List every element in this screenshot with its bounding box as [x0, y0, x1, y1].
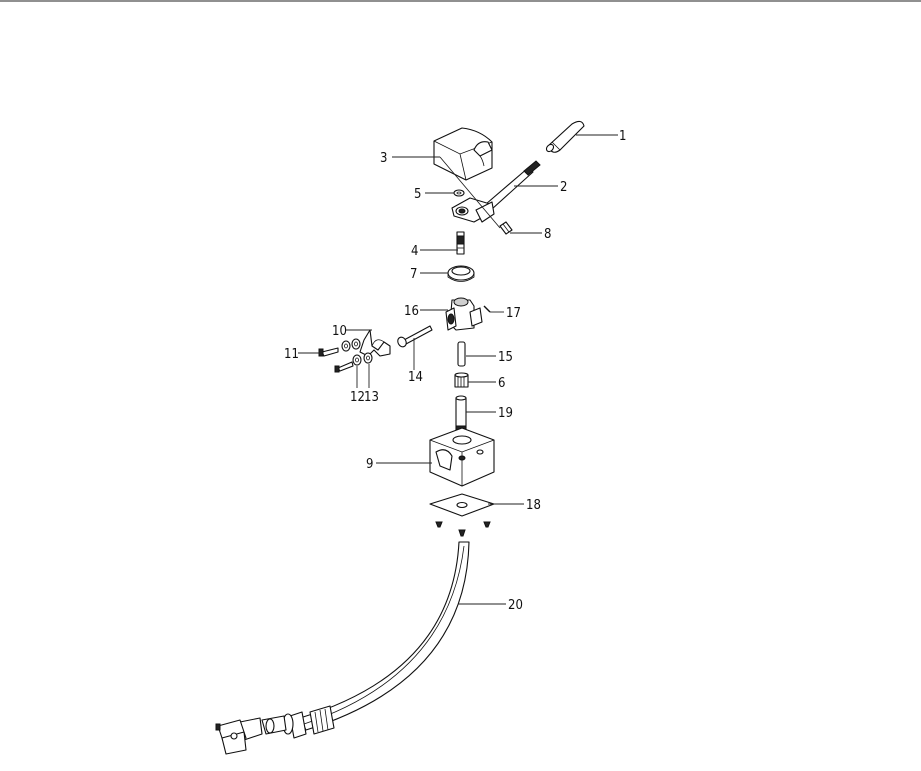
part-16-pivot-block [445, 297, 483, 331]
part-17-spring-pin [483, 305, 491, 313]
part-5-washer [453, 189, 465, 197]
callout-1: 1 [619, 129, 626, 144]
callout-20: 20 [508, 598, 523, 613]
callout-14: 14 [408, 370, 423, 385]
part-9-base-block [429, 427, 495, 487]
leader-3b [439, 156, 501, 229]
leader-lines [298, 134, 618, 605]
part-4-stud [456, 231, 465, 255]
part-3-cover-housing [433, 127, 493, 181]
part-18-gasket-plate [429, 493, 495, 517]
callout-13: 13 [364, 390, 379, 405]
callout-4: 4 [411, 244, 418, 259]
callout-16: 16 [404, 304, 419, 319]
part-14-long-bolt [397, 325, 433, 348]
callout-19: 19 [498, 406, 513, 421]
callout-11: 11 [284, 347, 299, 362]
callout-15: 15 [498, 350, 513, 365]
callout-2: 2 [560, 180, 567, 195]
part-11-screw-lower [334, 361, 354, 373]
callout-8: 8 [544, 227, 551, 242]
part-20-control-cable [215, 541, 470, 755]
part-6-knurled-nut [454, 372, 469, 388]
callout-3: 3 [380, 151, 387, 166]
callout-7: 7 [410, 267, 417, 282]
part-7-ring-nut [447, 265, 475, 282]
part-8-bolt [499, 221, 513, 235]
callout-6: 6 [498, 376, 505, 391]
mounting-screws [435, 521, 491, 537]
part-12-washer [341, 340, 362, 366]
callout-10: 10 [332, 324, 347, 339]
part-2-lever-arm [451, 160, 541, 223]
part-10-clamp-bracket [359, 329, 391, 357]
part-13-lock-washer [351, 338, 373, 364]
callout-labels: 1 2 3 4 5 6 7 8 9 10 11 12 13 14 15 16 1… [284, 129, 626, 613]
callout-17: 17 [506, 306, 521, 321]
callout-18: 18 [526, 498, 541, 513]
part-15-pin [457, 341, 466, 367]
part-1-handle-knob [545, 120, 585, 153]
part-11-screw [318, 347, 339, 357]
callout-9: 9 [366, 457, 373, 472]
callout-12: 12 [350, 390, 365, 405]
callout-5: 5 [414, 187, 421, 202]
